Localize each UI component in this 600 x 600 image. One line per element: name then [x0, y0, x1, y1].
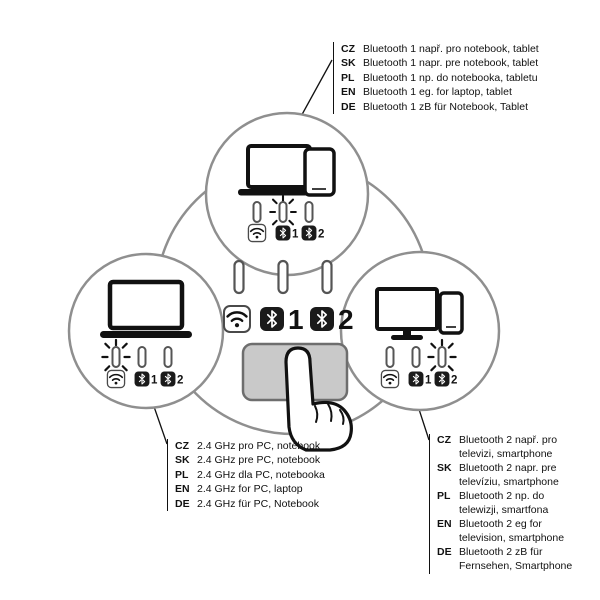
note-text: Bluetooth 2 zB für Fernsehen, Smartphone	[459, 545, 573, 572]
note-text: 2.4 GHz for PC, laptop	[197, 483, 303, 496]
bluetooth1-number: 1	[151, 375, 158, 387]
bluetooth1-icon	[259, 306, 285, 332]
bluetooth2-zone: 1 2	[375, 287, 464, 389]
note-text: Bluetooth 2 eg for television, smartphon…	[459, 517, 565, 544]
note-row: EN Bluetooth 1 eg. for laptop, tablet	[341, 85, 578, 99]
note-row: CZ Bluetooth 2 např. pro televizi, smart…	[437, 434, 575, 462]
bluetooth1-number: 1	[425, 375, 432, 387]
pointing-hand-icon	[284, 346, 353, 452]
language-code: CZ	[437, 434, 451, 446]
bluetooth1-number: 1	[288, 304, 304, 335]
language-code: EN	[437, 517, 452, 530]
language-code: PL	[437, 489, 451, 502]
bluetooth2-number: 2	[451, 375, 457, 387]
bluetooth2-number: 2	[338, 304, 354, 335]
note-text: 2.4 GHz für PC, Notebook	[197, 497, 319, 510]
note-row: EN Bluetooth 2 eg for television, smartp…	[437, 518, 575, 546]
note-text: Bluetooth 2 např. pro televizi, smartpho…	[459, 434, 558, 460]
led-indicator-blinking	[278, 201, 288, 223]
language-code: PL	[175, 468, 189, 481]
note-text: Bluetooth 1 např. pro notebook, tablet	[363, 43, 539, 55]
note-row: CZ Bluetooth 1 např. pro notebook, table…	[341, 42, 578, 56]
note-bluetooth2: CZ Bluetooth 2 např. pro televizi, smart…	[429, 434, 575, 574]
note-row: DE 2.4 GHz für PC, Notebook	[175, 497, 345, 511]
led-indicator	[233, 259, 245, 295]
bluetooth2-number: 2	[177, 375, 183, 387]
led-indicator	[304, 201, 314, 223]
note-row: SK Bluetooth 1 napr. pre notebook, table…	[341, 56, 578, 70]
note-text: Bluetooth 1 np. do notebooka, tabletu	[363, 71, 538, 84]
note-text: 2.4 GHz pre PC, notebook	[197, 454, 321, 467]
tablet-icon	[303, 147, 336, 197]
note-text: 2.4 GHz dla PC, notebooka	[197, 468, 325, 481]
language-code: DE	[341, 100, 356, 113]
bluetooth1-zone: 1 2	[238, 144, 336, 243]
led-indicator	[137, 346, 147, 368]
bluetooth2-number: 2	[318, 229, 324, 241]
note-row: PL Bluetooth 2 np. do telewizji, smartfo…	[437, 490, 575, 518]
led-indicator-blinking	[111, 346, 121, 368]
led-indicator-blinking	[437, 346, 447, 368]
note-text: Bluetooth 1 napr. pre notebook, tablet	[363, 57, 539, 70]
smartphone-icon	[438, 291, 464, 335]
note-text: Bluetooth 2 napr. pre televíziu, smartph…	[459, 461, 559, 488]
bluetooth1-icon	[408, 371, 424, 387]
language-code: PL	[341, 71, 355, 84]
language-code: SK	[341, 57, 356, 70]
language-code: EN	[175, 483, 190, 496]
language-code: CZ	[175, 440, 189, 452]
note-row: PL Bluetooth 1 np. do notebooka, tabletu	[341, 71, 578, 85]
bluetooth1-icon	[275, 225, 291, 241]
bluetooth2-icon	[301, 225, 317, 241]
language-code: EN	[341, 86, 356, 99]
note-row: PL 2.4 GHz dla PC, notebooka	[175, 468, 345, 482]
language-code: CZ	[341, 43, 355, 55]
note-row: DE Bluetooth 1 zB für Notebook, Tablet	[341, 100, 578, 114]
language-code: DE	[175, 497, 190, 510]
language-code: DE	[437, 545, 452, 558]
wifi-24ghz-icon	[222, 304, 252, 334]
note-24ghz: CZ 2.4 GHz pro PC, notebook SK 2.4 GHz p…	[167, 439, 345, 512]
bluetooth2-icon	[309, 306, 335, 332]
bluetooth2-icon	[434, 371, 450, 387]
wireless-24ghz-zone: 1 2	[100, 279, 192, 389]
led-indicator	[277, 259, 289, 295]
wifi-24ghz-icon	[106, 369, 126, 389]
tv-icon	[375, 287, 439, 340]
note-text: Bluetooth 2 np. do telewizji, smartfona	[459, 489, 549, 516]
led-indicator	[163, 346, 173, 368]
note-row: EN 2.4 GHz for PC, laptop	[175, 482, 345, 496]
led-indicator	[321, 259, 333, 295]
note-row: SK Bluetooth 2 napr. pre televíziu, smar…	[437, 462, 575, 490]
laptop-icon	[100, 279, 192, 338]
led-indicator	[411, 346, 421, 368]
note-row: CZ 2.4 GHz pro PC, notebook	[175, 439, 345, 453]
bluetooth1-icon	[134, 371, 150, 387]
wifi-24ghz-icon	[380, 369, 400, 389]
note-row: DE Bluetooth 2 zB für Fernsehen, Smartph…	[437, 546, 575, 574]
led-indicator	[385, 346, 395, 368]
bluetooth1-number: 1	[292, 229, 299, 241]
note-bluetooth1: CZ Bluetooth 1 např. pro notebook, table…	[333, 42, 578, 115]
note-text: Bluetooth 1 eg. for laptop, tablet	[363, 86, 512, 99]
note-row: SK 2.4 GHz pre PC, notebook	[175, 453, 345, 467]
callout-line-bluetooth1	[298, 59, 333, 121]
language-code: SK	[175, 454, 190, 467]
language-code: SK	[437, 461, 452, 474]
bluetooth2-icon	[160, 371, 176, 387]
note-text: 2.4 GHz pro PC, notebook	[197, 440, 321, 452]
note-text: Bluetooth 1 zB für Notebook, Tablet	[363, 100, 528, 113]
wifi-24ghz-icon	[247, 223, 267, 243]
laptop-icon	[238, 144, 320, 196]
led-indicator	[252, 201, 262, 223]
